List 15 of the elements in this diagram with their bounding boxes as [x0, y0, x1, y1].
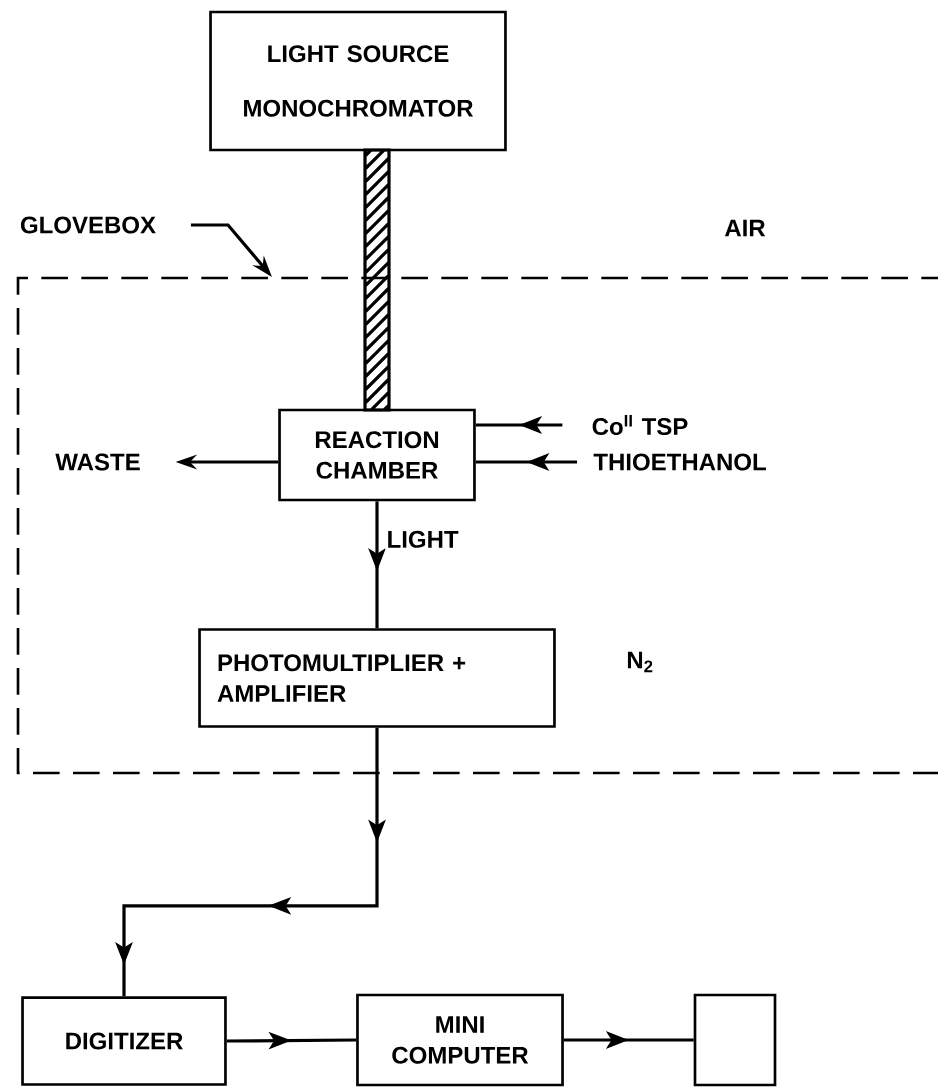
- text-label: THIOETHANOL: [593, 453, 766, 471]
- dashed-enclosure: [16, 276, 938, 775]
- process-box: REACTION CHAMBER: [278, 408, 476, 502]
- process-box: [693, 993, 777, 1087]
- process-box: MINI COMPUTER: [356, 993, 564, 1087]
- text-label: GLOVEBOX: [20, 216, 156, 234]
- text-label: WASTE: [55, 453, 140, 471]
- edge-label: LIGHT: [385, 529, 460, 550]
- text-label: Co$^{II}$ TSP: [592, 414, 688, 436]
- text-label: N$_{2}$: [627, 651, 653, 673]
- process-box: PHOTOMULTIPLIER + AMPLIFIER: [198, 628, 556, 728]
- text-label: AIR: [724, 219, 766, 237]
- process-box: DIGITIZER: [21, 996, 227, 1086]
- hatched-tube: [363, 148, 391, 412]
- process-box: LIGHT SOURCE MONOCHROMATOR: [209, 10, 507, 152]
